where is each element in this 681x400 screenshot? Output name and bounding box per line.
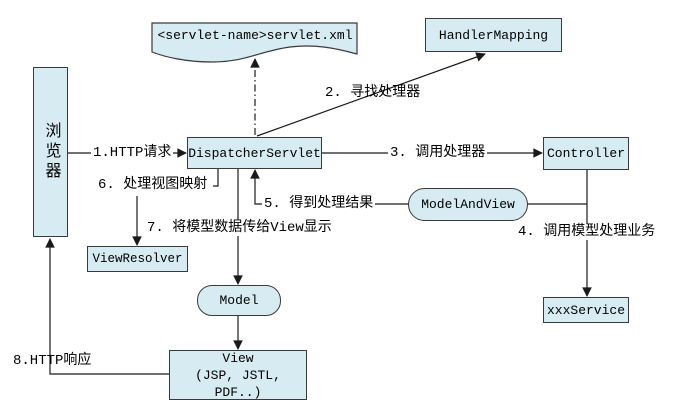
edge-label-http-response: 8.HTTP响应	[13, 353, 92, 369]
edge-label-invoke-model: 4. 调用模型处理业务	[516, 224, 658, 240]
connector-view-mapping-hook	[213, 169, 219, 187]
handler-mapping-label: HandlerMapping	[438, 27, 549, 43]
servlet-xml-document-shape	[151, 22, 358, 63]
connector-http-response	[45, 238, 169, 375]
servlet-xml-label: <servlet-name>servlet.xml	[157, 28, 353, 43]
edge-label-pass-model-to-view: 7. 将模型数据传给View显示	[145, 220, 334, 236]
view-sublabel: (JSP, JSTL, PDF..)	[195, 367, 281, 400]
node-dispatcher-servlet: DispatcherServlet	[187, 137, 322, 169]
edge-label-find-handler: 2. 寻找处理器	[325, 85, 421, 101]
node-model: Model	[197, 285, 281, 316]
node-view-resolver: ViewResolver	[87, 246, 188, 272]
model-and-view-label: ModelAndView	[421, 197, 515, 212]
edge-label-invoke-handler: 3. 调用处理器	[388, 145, 488, 161]
node-browser: 浏览器	[33, 67, 68, 237]
connector-find-handler	[256, 52, 486, 137]
edge-label-view-mapping: 6. 处理视图映射	[98, 177, 208, 193]
edge-label-get-result: 5. 得到处理结果	[262, 196, 376, 212]
model-label: Model	[219, 293, 259, 308]
node-handler-mapping: HandlerMapping	[425, 18, 562, 52]
node-view: View (JSP, JSTL, PDF..)	[169, 350, 307, 400]
node-xxx-service: xxxService	[543, 297, 629, 323]
browser-label: 浏览器	[41, 122, 60, 182]
view-label: View	[222, 350, 254, 366]
view-resolver-label: ViewResolver	[92, 252, 183, 266]
dispatcher-servlet-label: DispatcherServlet	[188, 145, 321, 161]
edge-label-http-request: 1.HTTP请求	[91, 145, 174, 161]
node-controller: Controller	[543, 137, 629, 170]
node-model-and-view: ModelAndView	[408, 188, 528, 221]
xxx-service-label: xxxService	[546, 302, 625, 318]
controller-label: Controller	[546, 146, 625, 161]
